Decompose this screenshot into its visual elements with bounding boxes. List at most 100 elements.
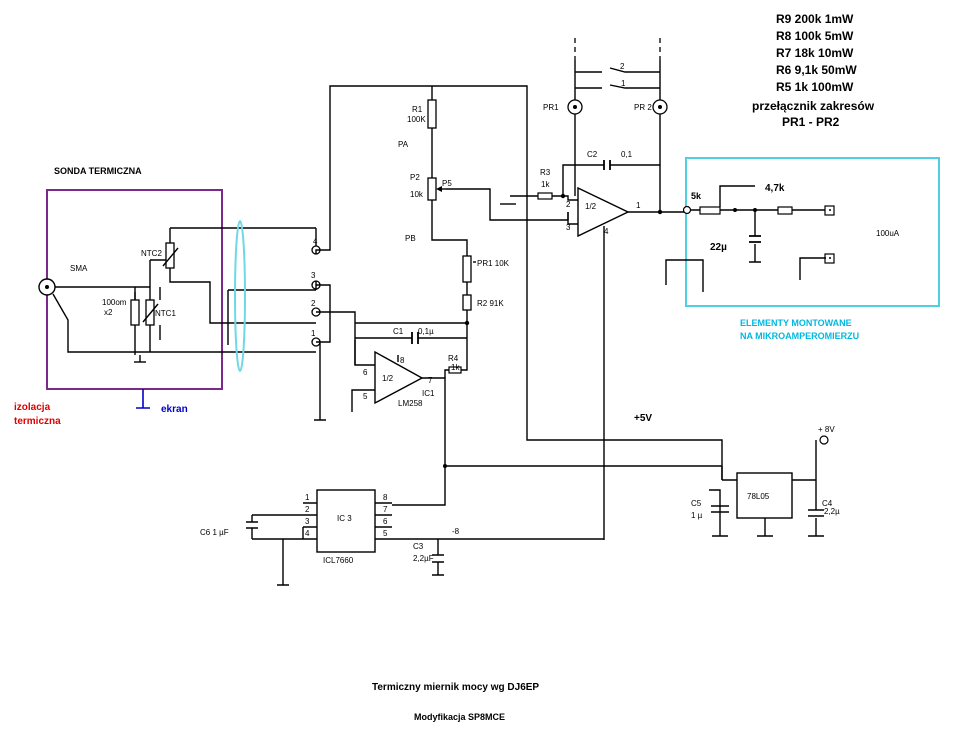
pr1-pot [462, 255, 472, 283]
ic3-chip [316, 489, 376, 553]
c2-label: C2 [587, 150, 598, 159]
c3-capacitor [432, 554, 444, 563]
ic1-part: LM258 [398, 399, 423, 408]
cap-22u [749, 235, 761, 243]
ic1-pin5: 5 [363, 392, 368, 401]
resistor-label: 100om [102, 298, 127, 307]
pb-label: PB [405, 234, 416, 243]
cable-shield [234, 220, 246, 372]
plus8-label: + 8V [818, 425, 835, 434]
c1-capacitor [411, 332, 419, 344]
regulator-label: 78L05 [747, 492, 770, 501]
range-row: R7 18k 10mW [776, 46, 854, 60]
range-row: R5 1k 100mW [776, 80, 854, 94]
ic3-pin2: 2 [305, 505, 310, 514]
meter-label: 100uA [876, 229, 900, 238]
ic3-pin6: 6 [383, 517, 388, 526]
meter-caption-2: NA MIKROAMPEROMIERZU [740, 331, 859, 341]
c4-value: 2,2µ [824, 507, 840, 516]
u1-pin1: 1 [636, 201, 641, 210]
pot-5k [699, 206, 721, 215]
resistor-100om [130, 299, 140, 326]
r1-value: 100K [407, 115, 426, 124]
r4-label: R4 [448, 354, 459, 363]
c5-value: 1 µ [691, 511, 703, 520]
c5-capacitor [711, 505, 729, 513]
pa-label: PA [398, 140, 409, 149]
c6-capacitor [246, 521, 258, 529]
resistor-4k7 [777, 206, 793, 215]
u1-pin2: 2 [566, 200, 571, 209]
ntc2-label: NTC2 [141, 249, 162, 258]
c1-label: C1 [393, 327, 404, 336]
opamp-ic1 [374, 350, 424, 405]
range-row: R8 100k 5mW [776, 29, 854, 43]
r3-label: R3 [540, 168, 551, 177]
u1-pin3: 3 [566, 223, 571, 232]
insulation-label: izolacja [14, 402, 51, 413]
ic3-pin4: 4 [305, 529, 310, 538]
cap-22u-label: 22µ [710, 242, 727, 253]
switch-pos-1: 1 [621, 79, 626, 88]
opamp-u1 [577, 186, 630, 238]
diagram-subtitle: Modyfikacja SP8MCE [414, 712, 505, 722]
r2-label: R2 91K [477, 299, 504, 308]
sma-label: SMA [70, 264, 88, 273]
ic1-pin7: 7 [428, 376, 433, 385]
pin-3: 3 [311, 271, 316, 280]
diagram-title: Termiczny miernik mocy wg DJ6EP [372, 682, 539, 693]
c4-capacitor [808, 509, 824, 517]
plus8-terminal [819, 435, 829, 445]
regulator-78l05 [736, 472, 793, 519]
pin-1: 1 [311, 329, 316, 338]
pr1-label: PR1 10K [477, 259, 510, 268]
range-row: R6 9,1k 50mW [776, 63, 857, 77]
ntc1-resistor [145, 299, 155, 326]
c5-label: C5 [691, 499, 702, 508]
ic1-pin8: 8 [400, 356, 405, 365]
p5-label: P5 [442, 179, 452, 188]
probe-title: SONDA TERMICZNA [54, 166, 142, 176]
range-row: R9 200k 1mW [776, 12, 854, 26]
ic3-pin3: 3 [305, 517, 310, 526]
minus8-label: -8 [452, 527, 460, 536]
shield-label: ekran [161, 404, 188, 415]
r3-value: 1k [541, 180, 550, 189]
p2-label: P2 [410, 173, 420, 182]
c2-value: 0,1 [621, 150, 633, 159]
meter-caption: ELEMENTY MONTOWANE [740, 318, 852, 328]
range-table: R9 200k 1mW R8 100k 5mW R7 18k 10mW R6 9… [752, 12, 875, 129]
ic3-pin5: 5 [383, 529, 388, 538]
c2-capacitor [603, 160, 611, 170]
ic1-label: IC1 [422, 389, 435, 398]
switch-note-pr: PR1 - PR2 [782, 115, 840, 129]
r1-resistor [427, 99, 437, 129]
ntc2-resistor [165, 242, 175, 269]
ic1-half: 1/2 [382, 374, 394, 383]
ic3-pin1: 1 [305, 493, 310, 502]
ic3-label: IC 3 [337, 514, 352, 523]
c3-label: C3 [413, 542, 424, 551]
resistor-mult: x2 [104, 308, 113, 317]
p2-pot [427, 177, 437, 201]
ic3-part: ICL7660 [323, 556, 354, 565]
switch-note: przełącznik zakresów [752, 99, 875, 113]
r1-label: R1 [412, 105, 423, 114]
pr1-top-label: PR1 [543, 103, 559, 112]
r3-resistor [537, 192, 553, 200]
plus5-label: +5V [634, 413, 652, 424]
ic1-pin6: 6 [363, 368, 368, 377]
ntc1-label: NTC1 [155, 309, 176, 318]
opamp-half: 1/2 [585, 202, 597, 211]
shield-ground-icon [136, 389, 150, 409]
resistor-4k7-label: 4,7k [765, 183, 785, 194]
p2-value: 10k [410, 190, 424, 199]
r4-resistor [448, 366, 462, 374]
sma-connector [38, 278, 56, 296]
c6-label: C6 1 µF [200, 528, 229, 537]
r2-resistor [462, 294, 472, 311]
pr2-top-label: PR 2 [634, 103, 652, 112]
switch-pos-2: 2 [620, 62, 625, 71]
ic3-pin8: 8 [383, 493, 388, 502]
